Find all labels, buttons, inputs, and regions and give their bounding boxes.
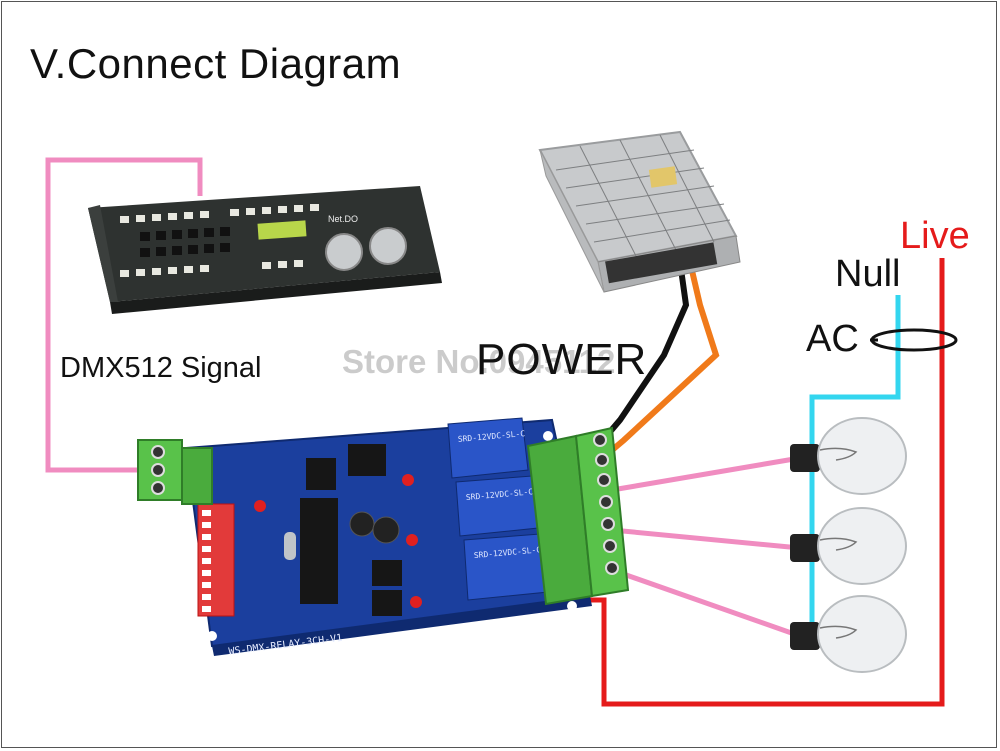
led-4 — [410, 596, 422, 608]
crystal-oscillator — [284, 532, 296, 560]
power-label: POWER — [476, 335, 648, 384]
light-bulb-1 — [790, 417, 907, 495]
ic-chip-regulator — [348, 444, 386, 476]
load-wire-2 — [611, 527, 801, 551]
null-wire — [809, 295, 901, 644]
ic-chip-small — [306, 458, 336, 490]
led-1 — [254, 500, 266, 512]
relay-board: SRD-12VDC-SL-C SRD-12VDC-SL-C SRD-12VDC-… — [184, 417, 592, 658]
output-terminal-block[interactable] — [526, 426, 630, 606]
power-supply — [538, 130, 741, 293]
controller-jog-wheel-2 — [369, 227, 407, 265]
dmx-controller: Net.DO — [88, 186, 442, 314]
live-label: Live — [900, 215, 970, 257]
ic-chip-driver-2 — [372, 590, 402, 616]
led-2 — [402, 474, 414, 486]
power-wire-positive — [596, 261, 720, 465]
ic-chip-driver-1 — [372, 560, 402, 586]
diagram-title: V.Connect Diagram — [30, 40, 402, 87]
null-label: Null — [835, 253, 901, 295]
ac-label: AC — [806, 318, 859, 360]
dmx-signal-label: DMX512 Signal — [60, 352, 262, 384]
capacitor-2 — [372, 516, 400, 544]
dmx-signal-wire — [45, 157, 203, 473]
controller-jog-wheel-1 — [325, 233, 363, 271]
light-bulb-2 — [790, 507, 907, 585]
dmx-input-terminal[interactable] — [137, 439, 213, 505]
capacitor-1 — [349, 511, 375, 537]
controller-brand-text: Net.DO — [328, 214, 358, 224]
load-wire-1 — [611, 455, 801, 493]
led-3 — [406, 534, 418, 546]
relay-2: SRD-12VDC-SL-C — [455, 475, 539, 537]
load-wire-3 — [611, 567, 801, 639]
store-watermark: Store No.0945112 — [342, 343, 616, 380]
light-bulb-3 — [790, 595, 907, 673]
relay-1: SRD-12VDC-SL-C — [447, 417, 529, 479]
relay-3: SRD-12VDC-SL-C — [463, 533, 549, 601]
ic-chip-main — [300, 498, 338, 604]
